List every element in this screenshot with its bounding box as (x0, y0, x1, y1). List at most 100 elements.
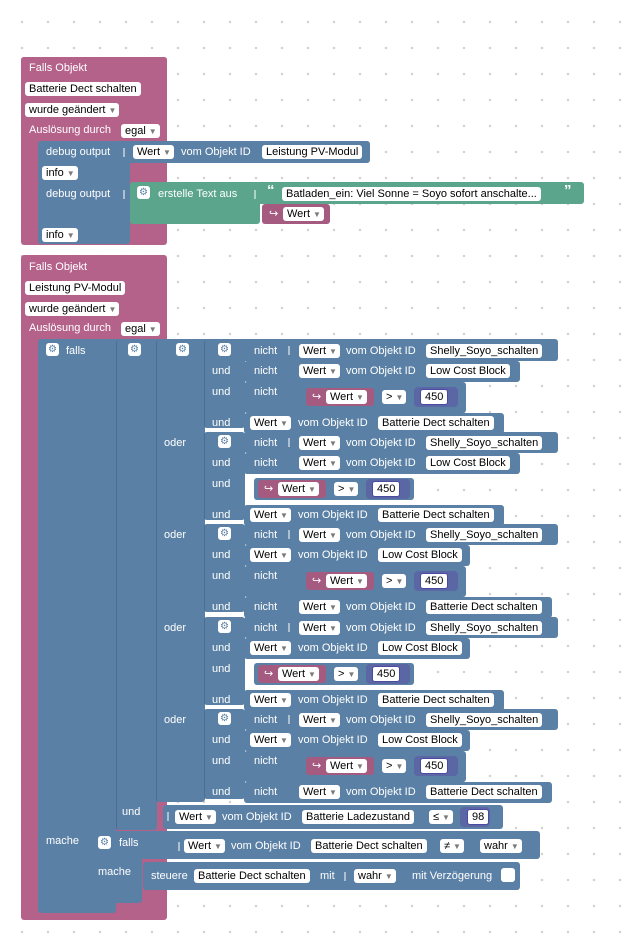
object-id-field[interactable]: Batterie Dect schalten (311, 839, 427, 853)
gear-icon[interactable]: ⚙ (46, 343, 59, 356)
chevron-down-icon: ▼ (148, 127, 157, 136)
object-id-field[interactable]: Batterie Dect schalten (378, 508, 494, 522)
wert-dropdown[interactable]: Wert▼ (278, 482, 319, 496)
number-field[interactable]: 98 (467, 809, 490, 825)
wert-dropdown[interactable]: Wert▼ (250, 548, 291, 562)
object-id-field[interactable]: Low Cost Block (378, 548, 462, 562)
wert-dropdown[interactable]: Wert▼ (326, 574, 367, 588)
chevron-down-icon: ▼ (108, 106, 117, 115)
wert-dropdown[interactable]: Wert▼ (278, 667, 319, 681)
wert-dropdown[interactable]: Wert▼ (133, 145, 174, 159)
and-block-outer[interactable] (116, 340, 157, 830)
object-id-field[interactable]: Shelly_Soyo_schalten (426, 621, 543, 635)
operator-dropdown[interactable]: >▼ (382, 390, 407, 404)
operator-dropdown[interactable]: >▼ (382, 574, 407, 588)
gear-icon[interactable]: ⚙ (218, 712, 231, 725)
vom-objekt-label: vom Objekt ID (346, 714, 416, 726)
trigger-by-dropdown[interactable]: egal▼ (121, 322, 160, 336)
event-dropdown[interactable]: wurde geändert▼ (25, 302, 120, 316)
wert-dropdown[interactable]: Wert▼ (184, 839, 225, 853)
log-level-dropdown[interactable]: info▼ (42, 228, 78, 242)
wert-dropdown[interactable]: Wert▼ (250, 508, 291, 522)
wert-dropdown[interactable]: Wert▼ (299, 785, 340, 799)
bool-dropdown[interactable]: wahr▼ (480, 839, 522, 853)
wert-dropdown[interactable]: Wert▼ (299, 600, 340, 614)
object-id-field[interactable]: Batterie Dect schalten (426, 785, 542, 799)
object-id-field[interactable]: Leistung PV-Modul (262, 145, 363, 159)
gear-icon[interactable]: ⚙ (98, 836, 111, 849)
object-id-field[interactable]: Low Cost Block (378, 641, 462, 655)
wert-dropdown[interactable]: Wert▼ (250, 641, 291, 655)
operator-dropdown[interactable]: >▼ (334, 482, 359, 496)
object-id-field[interactable]: Batterie Dect schalten (378, 416, 494, 430)
mache-label: mache (98, 866, 132, 878)
gear-icon[interactable]: ⚙ (218, 527, 231, 540)
trigger-by-dropdown[interactable]: egal▼ (121, 124, 160, 138)
operator-dropdown[interactable]: >▼ (382, 759, 407, 773)
wert-dropdown[interactable]: Wert▼ (299, 713, 340, 727)
object-id-field[interactable]: Batterie Dect schalten (426, 600, 542, 614)
object-id-field[interactable]: Batterie Dect schalten (378, 693, 494, 707)
wert-dropdown[interactable]: Wert▼ (326, 759, 367, 773)
log-level-dropdown[interactable]: info▼ (42, 166, 78, 180)
return-icon: ↪ (312, 575, 322, 587)
number-field[interactable]: 450 (372, 481, 401, 497)
return-icon: ↪ (264, 668, 274, 680)
wert-dropdown[interactable]: Wert▼ (299, 364, 340, 378)
wert-dropdown[interactable]: Wert▼ (326, 390, 367, 404)
gear-icon[interactable]: ⚙ (128, 343, 141, 356)
wert-dropdown[interactable]: Wert▼ (299, 528, 340, 542)
wert-dropdown[interactable]: Wert▼ (299, 621, 340, 635)
object-id-field[interactable]: Shelly_Soyo_schalten (426, 528, 543, 542)
object-id-field[interactable]: Batterie Dect schalten (194, 869, 310, 883)
number-field[interactable]: 450 (372, 666, 401, 682)
number-field[interactable]: 450 (420, 389, 449, 405)
gear-icon[interactable]: ⚙ (218, 620, 231, 633)
oder-label: oder (164, 622, 187, 634)
return-icon: ↪ (269, 208, 279, 220)
delay-label: mit Verzögerung (412, 870, 493, 882)
wert-dropdown[interactable]: Wert▼ (250, 416, 291, 430)
wert-dropdown[interactable]: Wert▼ (250, 733, 291, 747)
gear-icon[interactable]: ⚙ (218, 343, 231, 356)
operator-dropdown[interactable]: ≤▼ (429, 810, 453, 824)
number-field[interactable]: 450 (420, 758, 449, 774)
wert-dropdown[interactable]: Wert▼ (299, 344, 340, 358)
if-block[interactable] (38, 339, 116, 913)
event-dropdown[interactable]: wurde geändert▼ (25, 103, 120, 117)
number-field[interactable]: 450 (420, 573, 449, 589)
object-id-field[interactable]: Low Cost Block (426, 364, 510, 378)
chevron-down-icon: ▼ (384, 872, 393, 881)
gear-icon[interactable]: ⚙ (218, 435, 231, 448)
delay-checkbox[interactable] (501, 868, 515, 882)
or-block[interactable] (156, 340, 205, 802)
chevron-down-icon: ▼ (510, 842, 519, 851)
object-id-field[interactable]: Shelly_Soyo_schalten (426, 344, 543, 358)
object-id-field[interactable]: Shelly_Soyo_schalten (426, 713, 543, 727)
trigger-by-label: Auslösung durch (29, 124, 111, 136)
trigger-object-field[interactable]: Batterie Dect schalten (25, 82, 141, 96)
text-literal-field[interactable]: Batladen_ein: Viel Sonne = Soyo sofort a… (282, 187, 541, 201)
object-id-field[interactable]: Shelly_Soyo_schalten (426, 436, 543, 450)
gear-icon[interactable]: ⚙ (137, 186, 150, 199)
bool-dropdown[interactable]: wahr▼ (354, 869, 396, 883)
operator-dropdown[interactable]: >▼ (334, 667, 359, 681)
und-label: und (212, 755, 231, 767)
wert-dropdown[interactable]: Wert▼ (283, 207, 324, 221)
wert-dropdown[interactable]: Wert▼ (250, 693, 291, 707)
vom-objekt-label: vom Objekt ID (222, 811, 292, 823)
gear-icon[interactable]: ⚙ (176, 343, 189, 356)
trigger-object-field[interactable]: Leistung PV-Modul (25, 281, 126, 295)
object-id-field[interactable]: Low Cost Block (426, 456, 510, 470)
chevron-down-icon: ▼ (356, 577, 364, 586)
wert-dropdown[interactable]: Wert▼ (299, 436, 340, 450)
wert-dropdown[interactable]: Wert▼ (175, 810, 216, 824)
wert-dropdown[interactable]: Wert▼ (299, 456, 340, 470)
object-id-field[interactable]: Batterie Ladezustand (302, 810, 414, 824)
operator-dropdown[interactable]: ≠▼ (440, 839, 464, 853)
vom-objekt-label: vom Objekt ID (346, 365, 416, 377)
und-label: und (212, 601, 231, 613)
vom-objekt-label: vom Objekt ID (346, 457, 416, 469)
object-id-field[interactable]: Low Cost Block (378, 733, 462, 747)
vom-objekt-label: vom Objekt ID (346, 601, 416, 613)
